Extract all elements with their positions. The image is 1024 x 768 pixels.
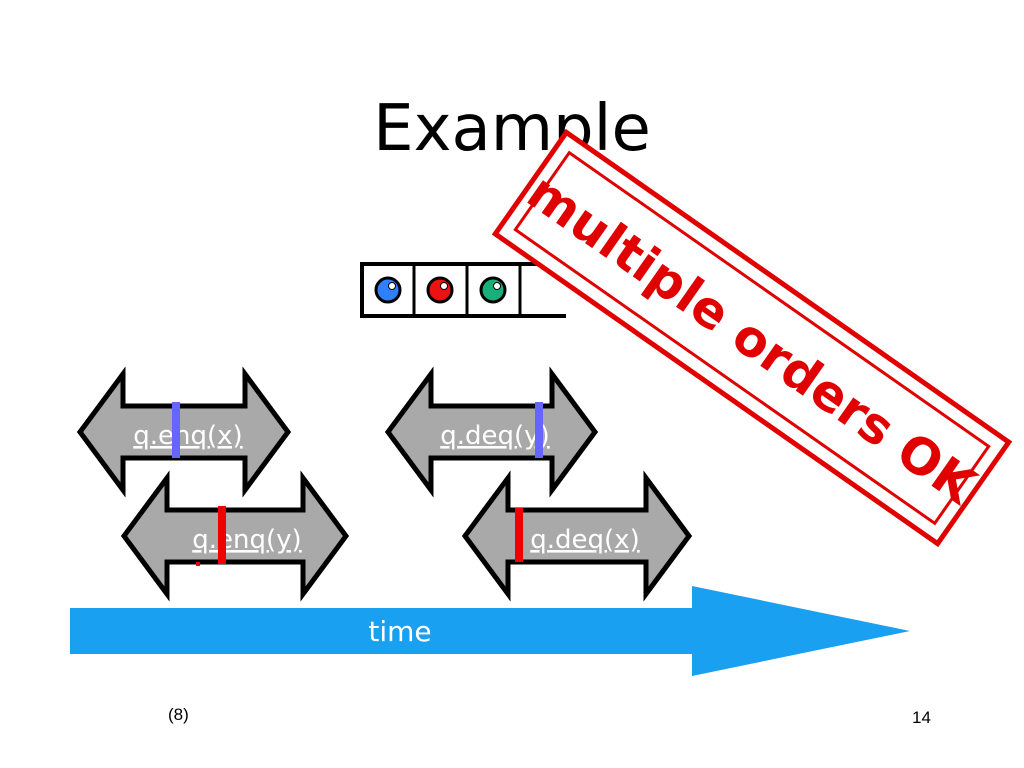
interval-arrow <box>76 366 292 498</box>
stamp-box-inner <box>513 150 991 526</box>
interval-arrow <box>120 470 350 602</box>
queue-item-red <box>426 276 454 304</box>
stamp-box-outer <box>491 128 1013 548</box>
operation-label: q.enq(y) <box>192 525 301 555</box>
footer-note: (8) <box>168 705 189 724</box>
stamp-text: multiple orders OK <box>517 163 988 517</box>
linearization-marker <box>515 508 523 562</box>
stamp: multiple orders OK <box>491 128 1013 548</box>
linearization-marker <box>218 506 226 564</box>
queue-item-blue <box>374 276 402 304</box>
timeline: time <box>70 586 910 676</box>
interval-arrow <box>461 470 693 602</box>
queue <box>360 262 566 318</box>
operation-deq-x: q.deq(x) <box>461 470 693 602</box>
time-arrow <box>70 586 910 676</box>
interval-arrow <box>384 366 599 498</box>
operation-deq-y: q.deq(y) <box>384 366 599 498</box>
operation-label: q.deq(x) <box>530 525 639 555</box>
time-label: time <box>368 615 431 648</box>
slide-title: Example <box>373 92 651 166</box>
queue-item-dot <box>426 276 454 304</box>
operation-enq-y: q.enq(y) <box>120 470 350 602</box>
page-number: 14 <box>912 708 931 727</box>
operation-label: q.enq(x) <box>133 421 242 451</box>
queue-outline <box>360 262 566 318</box>
linearization-marker <box>535 402 543 458</box>
marker-fragment <box>196 562 200 566</box>
operation-label: q.deq(y) <box>440 421 549 451</box>
queue-item-dot <box>374 276 402 304</box>
linearization-marker <box>172 402 180 458</box>
queue-item-dot <box>479 276 507 304</box>
operation-enq-x: q.enq(x) <box>76 366 292 498</box>
queue-item-green <box>479 276 507 304</box>
